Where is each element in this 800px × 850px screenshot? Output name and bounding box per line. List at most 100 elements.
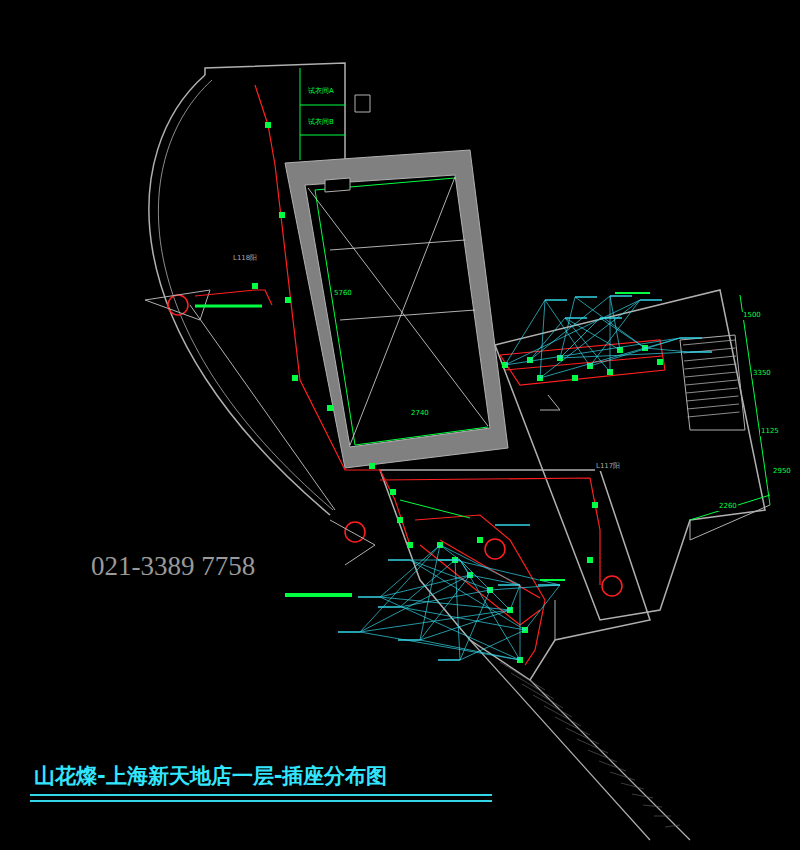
- partition-line: [300, 135, 345, 136]
- leader-tick: [358, 596, 380, 598]
- dimension-text: 1500: [742, 312, 762, 320]
- stair-step: [685, 364, 737, 369]
- stair-step: [687, 404, 739, 409]
- leader-tick: [680, 337, 702, 339]
- stair-step: [684, 348, 736, 353]
- leader-line: [360, 575, 470, 632]
- stair-step: [686, 388, 738, 393]
- dimension-text: 2950: [772, 468, 792, 476]
- marker-bar: [285, 593, 352, 597]
- socket-symbol: [265, 122, 271, 128]
- corridor-hatch: [555, 717, 590, 735]
- leader-tick: [610, 295, 632, 297]
- room-label: L118阳: [232, 255, 258, 263]
- marker-bar: [400, 500, 470, 518]
- socket-symbol: [477, 537, 483, 543]
- socket-symbol: [572, 375, 578, 381]
- leader-line: [455, 560, 560, 585]
- stair-step: [686, 380, 738, 385]
- void-cross: [350, 177, 455, 445]
- lower-hall: [380, 470, 650, 680]
- leader-line: [420, 575, 470, 640]
- door-marker: [602, 576, 622, 596]
- corridor-hatch: [511, 673, 554, 699]
- leader-line: [455, 560, 460, 660]
- leader-tick: [640, 299, 662, 301]
- corridor-hatch: [654, 816, 671, 817]
- core-wall: [285, 150, 508, 468]
- socket-symbol: [369, 463, 375, 469]
- leader-line: [470, 575, 520, 585]
- leader-line: [460, 560, 520, 660]
- room-label: 试衣间A: [307, 88, 335, 96]
- leader-tick: [600, 317, 622, 319]
- dimension-text: 2740: [410, 410, 430, 418]
- corridor-hatch: [643, 805, 662, 807]
- leader-line: [610, 296, 611, 372]
- wire: [440, 540, 540, 598]
- leader-tick: [438, 659, 460, 661]
- leader-line: [525, 585, 560, 630]
- core-opening: [325, 178, 350, 192]
- watermark: 021-3389 7758: [90, 552, 256, 582]
- leader-tick: [495, 524, 530, 526]
- socket-symbol: [279, 212, 285, 218]
- leader-line: [530, 318, 565, 360]
- leader-tick: [690, 351, 712, 353]
- leader-line: [610, 296, 620, 350]
- socket-symbol: [397, 517, 403, 523]
- partition-line: [300, 68, 301, 160]
- leader-line: [540, 300, 545, 378]
- stair-outline: [680, 335, 745, 430]
- stair-step: [687, 396, 739, 401]
- wire: [415, 515, 545, 665]
- leader-line: [540, 300, 640, 378]
- leader-tick: [538, 584, 560, 586]
- leader-line: [560, 318, 600, 358]
- corridor-hatch: [621, 783, 644, 789]
- socket-symbol: [587, 557, 593, 563]
- leader-line: [645, 348, 690, 352]
- leader-line: [400, 590, 490, 607]
- leader-line: [440, 545, 460, 560]
- door-marker: [485, 539, 505, 559]
- corridor-wall: [530, 680, 690, 840]
- stair-step: [685, 372, 737, 377]
- wall-line: [555, 600, 556, 640]
- corridor-hatch: [544, 706, 581, 726]
- door-swing: [540, 395, 560, 410]
- corridor-hatch: [577, 739, 608, 753]
- void-line: [355, 427, 488, 445]
- wire: [500, 340, 665, 385]
- dimension-line: [740, 295, 770, 505]
- leader-line: [565, 318, 610, 372]
- leader-line: [360, 632, 520, 660]
- door-swing: [330, 520, 375, 565]
- leader-line: [565, 318, 620, 350]
- curved-facade: [158, 80, 333, 510]
- socket-symbol: [657, 359, 663, 365]
- leader-line: [420, 610, 510, 640]
- leader-line: [460, 630, 525, 660]
- leader-line: [410, 560, 525, 630]
- void-cross: [340, 310, 475, 320]
- dimension-text: 5760: [333, 290, 353, 298]
- corridor-hatch: [522, 684, 563, 708]
- right-wing: [495, 290, 765, 620]
- corridor-hatch: [632, 794, 653, 798]
- marker-bar: [195, 305, 262, 308]
- leader-tick: [565, 317, 587, 319]
- leader-line: [545, 300, 590, 366]
- title-rule: [30, 800, 492, 802]
- dimension-text: 2260: [718, 503, 738, 511]
- wire: [505, 356, 662, 370]
- core-void: [305, 175, 490, 447]
- stair-step: [684, 356, 736, 361]
- leader-line: [420, 640, 520, 660]
- leader-tick: [575, 296, 597, 298]
- door-marker: [345, 522, 365, 542]
- wall-line: [205, 63, 345, 160]
- leader-tick: [378, 606, 400, 608]
- socket-symbol: [252, 283, 258, 289]
